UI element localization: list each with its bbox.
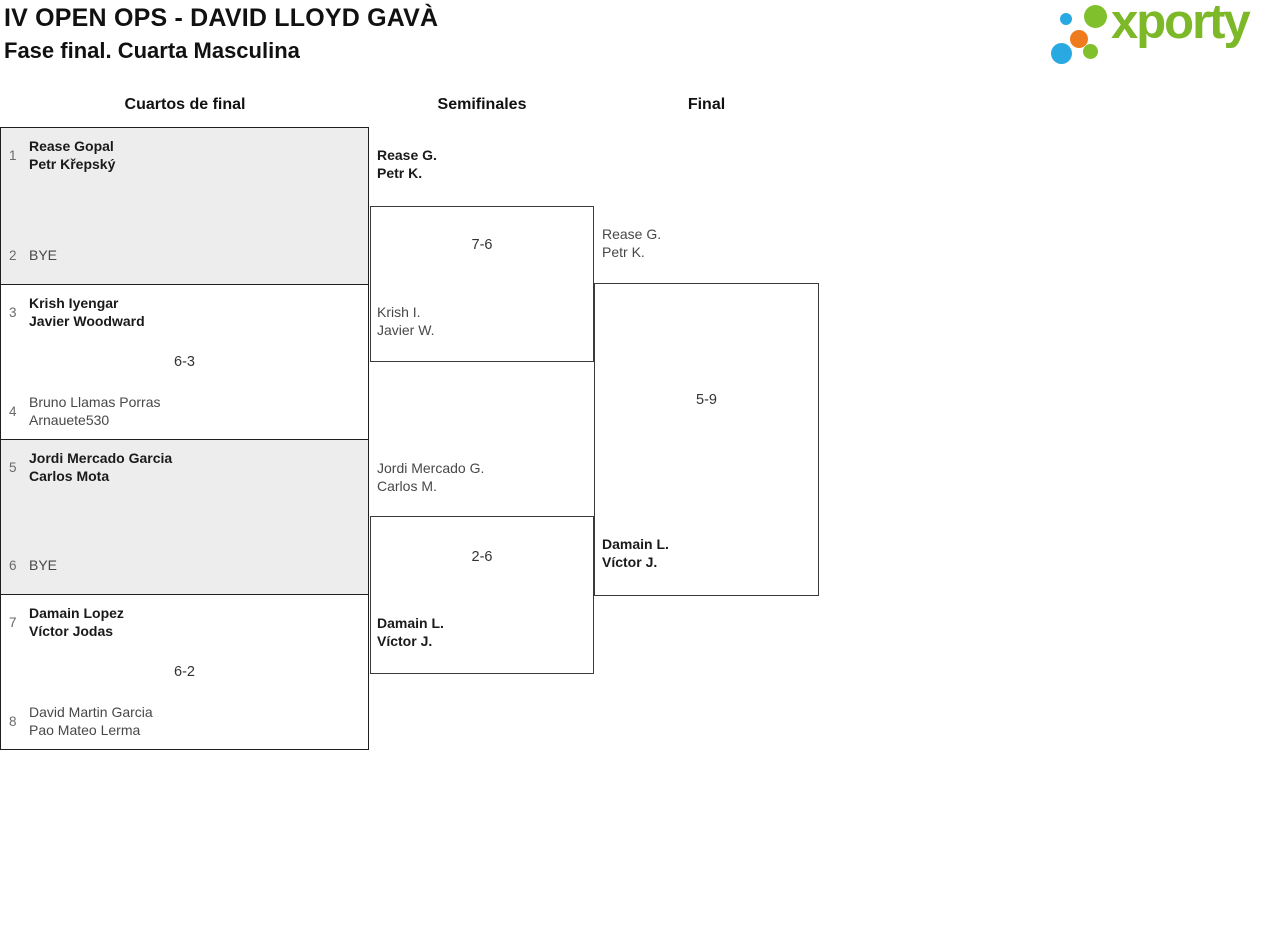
logo-dot-blue-small-icon (1060, 13, 1072, 25)
xporty-logo[interactable]: xporty (1049, 0, 1277, 74)
bye-label: BYE (29, 557, 58, 573)
bye-label: BYE (29, 247, 58, 263)
team-bruno-llamas-arnauete530: 4 Bruno Llamas Porras Arnauete530 (9, 393, 360, 429)
seed-number: 1 (9, 147, 17, 163)
player-name: Javier W. (377, 322, 435, 338)
player-name: Petr Křepský (29, 156, 116, 172)
player-name: Damain L. (377, 615, 444, 631)
sf1-team-a: Rease G. Petr K. (377, 146, 437, 182)
final-team-b: Damain L. Víctor J. (602, 535, 669, 571)
match-score: 6-3 (174, 354, 195, 370)
qf-match-2: 3 Krish Iyengar Javier Woodward 6-3 4 Br… (0, 284, 369, 440)
final-connector-box (594, 283, 819, 596)
player-name: Damain Lopez (29, 605, 124, 621)
seed-number: 5 (9, 459, 17, 475)
player-name: Carlos Mota (29, 468, 110, 484)
team-krish-iyengar-javier-woodward: 3 Krish Iyengar Javier Woodward (9, 294, 360, 330)
player-name: Rease Gopal (29, 138, 114, 154)
team-bye-2: 6 BYE (9, 556, 360, 574)
team-bye-1: 2 BYE (9, 246, 360, 264)
player-name: Krish Iyengar (29, 295, 119, 311)
sf1-team-b: Krish I. Javier W. (377, 303, 435, 339)
team-david-martin-pao-mateo: 8 David Martin Garcia Pao Mateo Lerma (9, 703, 360, 739)
sf1-connector-box (370, 206, 594, 362)
qf-match-1: 1 Rease Gopal Petr Křepský 2 BYE (0, 127, 369, 285)
round-header-semifinales: Semifinales (437, 96, 527, 113)
player-name: Pao Mateo Lerma (29, 722, 141, 738)
final-score: 5-9 (696, 392, 717, 408)
player-name: Jordi Mercado Garcia (29, 450, 173, 466)
logo-dot-blue-large-icon (1051, 43, 1072, 64)
player-name: Víctor J. (377, 633, 433, 649)
team-rease-gopal-petr-krepsky: 1 Rease Gopal Petr Křepský (9, 137, 360, 173)
round-header-cuartos: Cuartos de final (124, 96, 246, 113)
sf2-team-a: Jordi Mercado G. Carlos M. (377, 459, 484, 495)
page-subtitle: Fase final. Cuarta Masculina (4, 38, 300, 63)
match-score: 6-2 (174, 664, 195, 680)
team-jordi-mercado-carlos-mota: 5 Jordi Mercado Garcia Carlos Mota (9, 449, 360, 485)
player-name: Rease G. (377, 147, 437, 163)
player-name: Krish I. (377, 304, 421, 320)
seed-number: 4 (9, 403, 17, 419)
player-name: Petr K. (602, 244, 645, 260)
player-name: David Martin Garcia (29, 704, 153, 720)
player-name: Petr K. (377, 165, 423, 181)
player-name: Víctor Jodas (29, 623, 114, 639)
seed-number: 7 (9, 614, 17, 630)
seed-number: 2 (9, 247, 17, 263)
player-name: Víctor J. (602, 554, 658, 570)
page-title: IV OPEN OPS - DAVID LLOYD GAVÀ (4, 4, 439, 32)
round-header-final: Final (687, 96, 726, 113)
sf2-score: 2-6 (471, 549, 493, 565)
logo-dot-green-small-icon (1083, 44, 1098, 59)
player-name: Bruno Llamas Porras (29, 394, 161, 410)
seed-number: 3 (9, 304, 17, 320)
logo-dot-orange-icon (1070, 30, 1088, 48)
seed-number: 8 (9, 713, 17, 729)
player-name: Javier Woodward (29, 313, 145, 329)
sf2-connector-box (370, 516, 594, 674)
player-name: Rease G. (602, 226, 662, 242)
player-name: Damain L. (602, 536, 669, 552)
qf-match-3: 5 Jordi Mercado Garcia Carlos Mota 6 BYE (0, 439, 369, 595)
final-team-a: Rease G. Petr K. (602, 225, 661, 261)
sf1-score: 7-6 (471, 237, 493, 253)
team-damain-lopez-victor-jodas: 7 Damain Lopez Víctor Jodas (9, 604, 360, 640)
player-name: Arnauete530 (29, 412, 110, 428)
seed-number: 6 (9, 557, 17, 573)
sf2-team-b: Damain L. Víctor J. (377, 614, 444, 650)
qf-match-4: 7 Damain Lopez Víctor Jodas 6-2 8 David … (0, 594, 369, 750)
logo-wordmark: xporty (1111, 0, 1251, 49)
player-name: Carlos M. (377, 478, 437, 494)
player-name: Jordi Mercado G. (377, 460, 485, 476)
logo-dot-green-large-icon (1084, 5, 1107, 28)
